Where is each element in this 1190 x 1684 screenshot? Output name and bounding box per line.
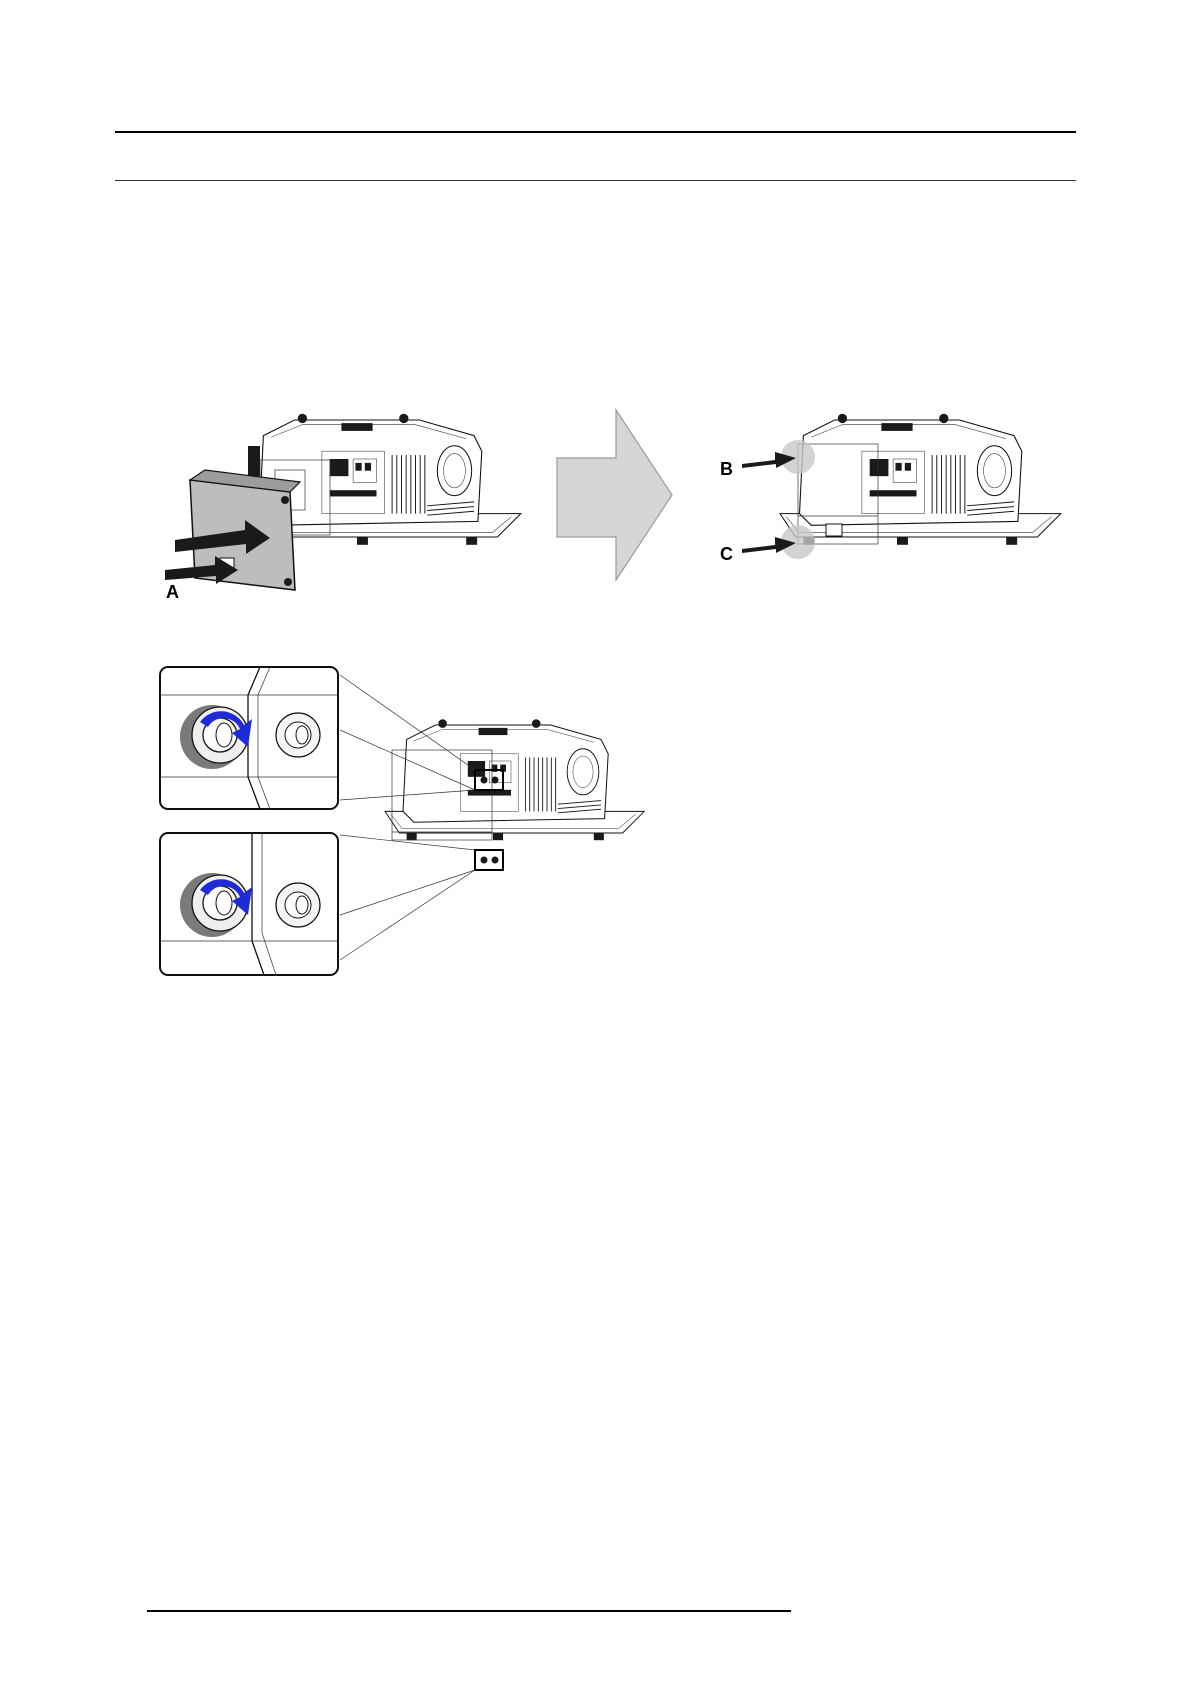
callout-b: B <box>720 459 733 479</box>
projector-open-figure: A <box>165 414 521 602</box>
inset-bottom <box>160 833 338 975</box>
callout-a: A <box>166 582 179 602</box>
callout-c: C <box>720 544 733 564</box>
screw-detail-figure <box>160 667 644 975</box>
arrow-right-icon <box>557 410 672 580</box>
projector-closed-figure: B C <box>720 414 1061 564</box>
focus-box-bottom <box>475 850 503 870</box>
inset-top <box>160 667 338 809</box>
